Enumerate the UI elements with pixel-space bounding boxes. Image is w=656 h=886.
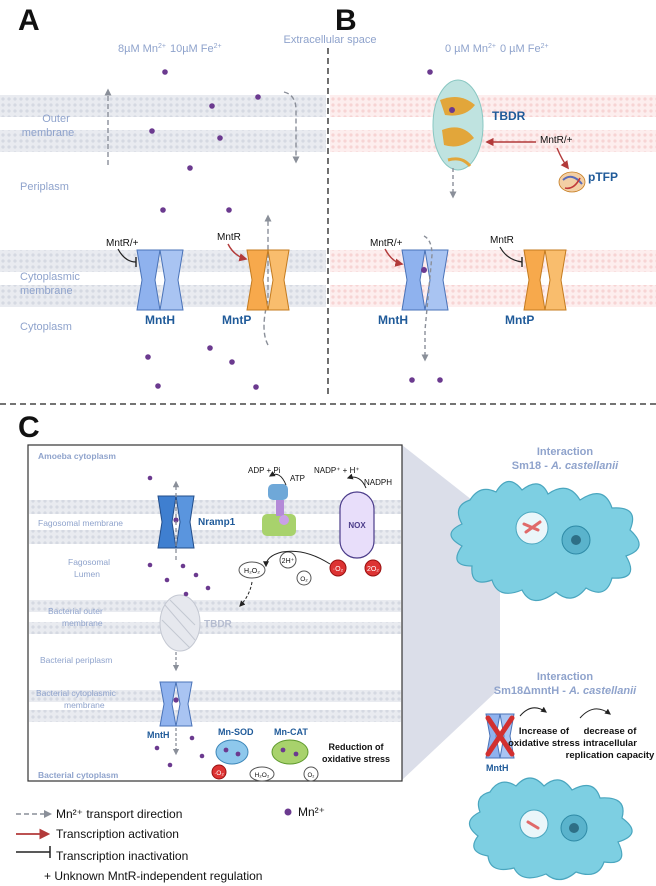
- b-mn-conc: 0 µM Mn: [445, 43, 488, 55]
- mnth-transporter-a: [136, 249, 184, 311]
- extracellular-label: Extracellular space: [284, 34, 377, 46]
- mnth-transporter-c: [159, 681, 193, 727]
- bacterial-outer-membrane-label-2: membrane: [62, 618, 103, 628]
- atp-label: ATP: [290, 474, 305, 483]
- bacterial-cytoplasmic-membrane-label-2: membrane: [64, 700, 105, 710]
- cytoplasmic-membrane-b: [330, 250, 656, 272]
- sod-o2-radical: ·O₂: [214, 770, 224, 777]
- a-fe-conc: 10µM Fe: [170, 43, 214, 55]
- increase-stress-2: oxidative stress: [508, 738, 580, 749]
- fagosomal-membrane-label: Fagosomal membrane: [38, 518, 123, 528]
- mn-dots-b: [409, 69, 443, 383]
- svg-text:Sm18ΔmntH - A. castellanii: Sm18ΔmntH - A. castellanii: [494, 685, 637, 697]
- amoeba-2: [468, 777, 633, 881]
- ptfp-label: pTFP: [588, 170, 618, 184]
- mntp-transporter-a: [246, 249, 290, 311]
- fagosomal-lumen-label: Fagosomal: [68, 557, 110, 567]
- interaction-sm18: Sm18 -: [512, 460, 551, 472]
- fagosomal-lumen-label-2: Lumen: [74, 569, 100, 579]
- b-fe-conc: 0 µM Fe: [500, 43, 541, 55]
- panel-a-letter: A: [18, 4, 40, 37]
- bacterial-cytoplasm-label: Bacterial cytoplasm: [38, 770, 119, 780]
- nramp1-label: Nramp1: [198, 517, 236, 528]
- legend-transport: Mn²⁺ transport direction: [56, 807, 182, 821]
- mn-sod-label: Mn-SOD: [218, 727, 254, 737]
- mn-sod-enzyme: [215, 739, 249, 765]
- adp-label: ADP + Pi: [248, 466, 281, 475]
- tbdr-structure-b: [432, 79, 484, 171]
- cytoplasmic-membrane-label: Cytoplasmic: [20, 271, 80, 283]
- interaction-title-2: Interaction: [537, 671, 594, 683]
- mn-cat-label: Mn-CAT: [274, 727, 308, 737]
- legend: Mn²⁺ transport direction Mn²⁺ Transcript…: [16, 805, 325, 883]
- mnth-knockout: [485, 713, 515, 759]
- mn-dots-a: [145, 69, 261, 390]
- tbdr-label-c: TBDR: [204, 619, 233, 630]
- decrease-replication-1: decrease of: [584, 726, 638, 737]
- mnth-label-c: MntH: [147, 730, 170, 740]
- tbdr-structure-c: [159, 594, 201, 652]
- reduction-label: Reduction of: [329, 742, 385, 752]
- periplasm-label: Periplasm: [20, 181, 69, 193]
- h2o2-label: H₂O₂: [244, 568, 260, 575]
- mntr-b: MntR: [490, 235, 514, 246]
- mnth-label-b: MntH: [378, 313, 408, 327]
- a-mn-conc: 8µM Mn: [118, 43, 158, 55]
- atpase-structure: [262, 484, 296, 536]
- ros-molecules: [238, 551, 382, 586]
- increase-stress-1: Increase of: [519, 726, 570, 737]
- outer-membrane-a: [0, 95, 326, 117]
- cat-o2: O₂: [308, 773, 316, 779]
- decrease-replication-2: intracellular: [583, 738, 637, 749]
- mn-cat-enzyme: [271, 739, 309, 765]
- reduction-label-2: oxidative stress: [322, 754, 390, 764]
- nadph-label: NADPH: [364, 478, 392, 487]
- ros-sod-cat: [211, 764, 319, 782]
- nox-label: NOX: [348, 521, 366, 530]
- svg-text:Sm18 - A. castellanii: Sm18 - A. castellanii: [512, 460, 619, 472]
- amoeba-1: [450, 480, 640, 602]
- mntr-a: MntR: [217, 232, 241, 243]
- interaction-sm18-mnth: Sm18ΔmntH -: [494, 685, 569, 697]
- bacterial-outer-membrane-label: Bacterial outer: [48, 606, 103, 616]
- o2-label: O₂: [300, 576, 308, 583]
- interaction-title-1: Interaction: [537, 446, 594, 458]
- svg-text:0 µM Mn2+0 µM Fe2+: 0 µM Mn2+0 µM Fe2+: [445, 43, 549, 55]
- legend-activation: Transcription activation: [56, 827, 179, 841]
- legend-mn: Mn²⁺: [298, 805, 325, 819]
- nramp1-transporter: [157, 495, 195, 549]
- svg-text:8µM Mn2+10µM Fe2+: 8µM Mn2+10µM Fe2+: [118, 43, 222, 55]
- two-o2-label: 2O₂: [367, 566, 379, 573]
- panel-c-letter: C: [18, 411, 40, 444]
- mntp-label-b: MntP: [505, 313, 534, 327]
- tbdr-label-b: TBDR: [492, 109, 526, 123]
- outer-membrane-b: [330, 95, 656, 117]
- panel-b-letter: B: [335, 4, 357, 37]
- mntr-plus-b: MntR/+: [370, 238, 403, 249]
- mnth-label-a: MntH: [145, 313, 175, 327]
- cytoplasmic-membrane-label-2: membrane: [20, 285, 73, 297]
- mntp-label-a: MntP: [222, 313, 251, 327]
- mntr-plus-b-tbdr: MntR/+: [540, 135, 573, 146]
- mn-dots-c: [147, 475, 211, 768]
- bacterial-periplasm-label: Bacterial periplasm: [40, 655, 112, 665]
- ptfp-structure: [558, 171, 586, 193]
- decrease-replication-3: replication capacity: [566, 750, 655, 761]
- mntr-plus-a: MntR/+: [106, 238, 139, 249]
- mntp-transporter-b: [523, 249, 567, 311]
- nox-enzyme: [339, 491, 375, 559]
- bacterial-cytoplasmic-membrane-label: Bacterial cytoplasmic: [36, 688, 117, 698]
- nadp-label: NADP⁺ + H⁺: [314, 466, 360, 475]
- outer-membrane-label: Outer: [42, 113, 70, 125]
- legend-unknown: + Unknown MntR-independent regulation: [44, 869, 262, 883]
- legend-inactivation: Transcription inactivation: [56, 849, 188, 863]
- o2-radical-label: ·O₂: [333, 566, 344, 573]
- cytoplasm-label: Cytoplasm: [20, 321, 72, 333]
- sod-h2o2: H₂O₂: [255, 772, 270, 779]
- svg-text:membrane: membrane: [22, 127, 75, 139]
- amoeba-cytoplasm-label: Amoeba cytoplasm: [38, 451, 116, 461]
- h-plus-label: 2H⁺: [282, 558, 295, 565]
- mnth-knockout-label: MntH: [486, 763, 509, 773]
